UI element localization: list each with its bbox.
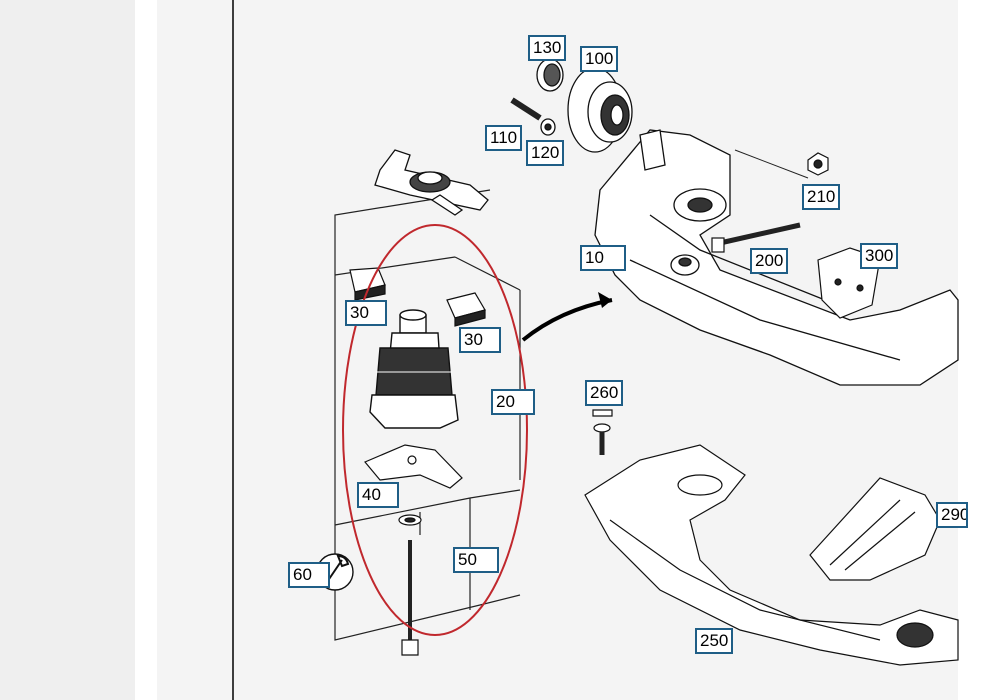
front-subframe: [594, 129, 959, 386]
callout-260: 260: [585, 380, 624, 406]
callout-250: 250: [695, 628, 734, 654]
engine-mount-rubber: [369, 309, 459, 429]
assembly-arrow: [521, 292, 613, 342]
callout-100: 100: [580, 46, 619, 72]
callout-110: 110: [485, 125, 523, 151]
clip-screw: [592, 409, 613, 455]
lower-plate: [364, 444, 463, 489]
callout-40: 40: [357, 482, 399, 508]
highlight-ellipse: [342, 224, 528, 636]
callout-200: 200: [750, 248, 789, 274]
callout-60: 60: [288, 562, 330, 588]
wheel-hub: [510, 58, 633, 153]
splash-cover: [809, 477, 941, 581]
callout-210: 210: [802, 184, 841, 210]
left-gutter: [0, 0, 135, 700]
upper-mount-bracket: [374, 149, 489, 216]
callout-10: 10: [580, 245, 626, 271]
callout-20: 20: [491, 389, 535, 415]
callout-130: 130: [528, 35, 567, 61]
subframe-nut: [734, 149, 829, 179]
left-margin: [135, 0, 157, 700]
wedge-left: [349, 267, 386, 301]
underbody-panel: [584, 444, 959, 666]
callout-50: 50: [453, 547, 499, 573]
callout-300: 300: [860, 243, 899, 269]
mount-bolt: [398, 514, 422, 656]
right-margin: [958, 0, 1000, 700]
subframe-bolt: [711, 222, 801, 253]
callout-30-right: 30: [459, 327, 501, 353]
wedge-right: [446, 292, 486, 327]
callout-120: 120: [526, 140, 565, 166]
callout-30-left: 30: [345, 300, 387, 326]
callout-290: 290: [936, 502, 968, 528]
